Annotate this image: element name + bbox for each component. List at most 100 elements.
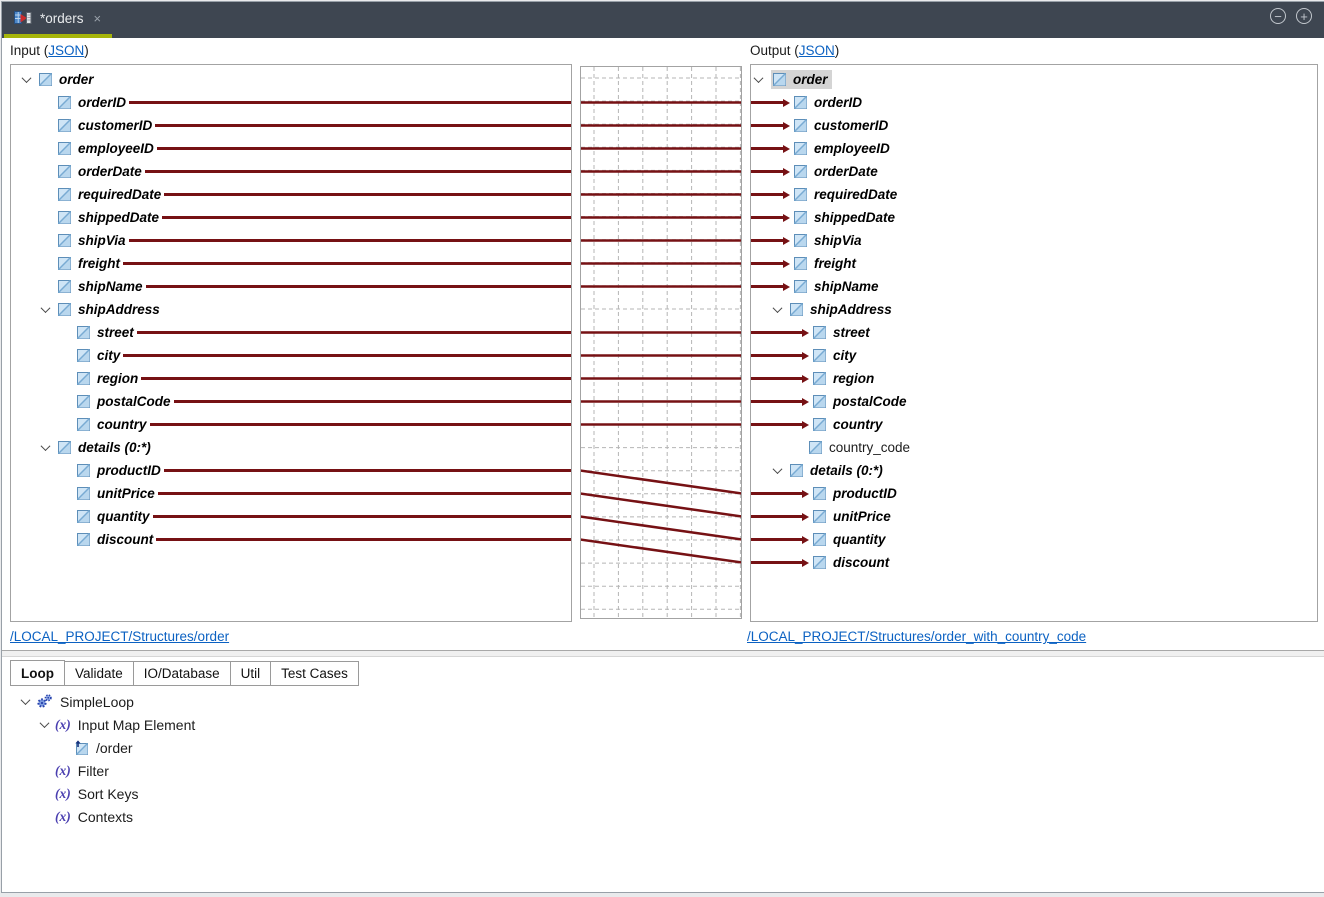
input-node-region[interactable]: region [11,367,571,390]
tab-util[interactable]: Util [230,661,272,686]
mapping-arrow[interactable] [751,505,809,528]
output-node-shipvia[interactable]: shipVia [751,229,1317,252]
mapping-line[interactable] [136,331,571,334]
output-node-order[interactable]: order [751,68,1317,91]
mapping-arrow[interactable] [751,206,790,229]
input-node-orderid[interactable]: orderID [11,91,571,114]
output-node-street[interactable]: street [751,321,1317,344]
mapping-arrow[interactable] [751,229,790,252]
output-node-requireddate[interactable]: requiredDate [751,183,1317,206]
output-node-quantity[interactable]: quantity [751,528,1317,551]
output-node-productid[interactable]: productID [751,482,1317,505]
document-tab-orders[interactable]: *orders × [2,2,111,34]
output-node-unitprice[interactable]: unitPrice [751,505,1317,528]
tab-validate[interactable]: Validate [65,661,134,686]
input-node-customerid[interactable]: customerID [11,114,571,137]
output-node-employeeid[interactable]: employeeID [751,137,1317,160]
mapping-line[interactable] [123,262,571,265]
loop-tree-item-filter[interactable]: (x)Filter [2,759,1324,782]
input-node-postalcode[interactable]: postalCode [11,390,571,413]
chevron-down-icon[interactable] [40,441,51,452]
mapping-line[interactable] [156,147,571,150]
mapping-line[interactable] [157,492,571,495]
mapping-line[interactable] [155,124,571,127]
output-json-link[interactable]: JSON [798,43,835,58]
output-node-region[interactable]: region [751,367,1317,390]
mapping-arrow[interactable] [751,482,809,505]
input-node-shippeddate[interactable]: shippedDate [11,206,571,229]
output-node-orderid[interactable]: orderID [751,91,1317,114]
mapping-arrow[interactable] [751,183,790,206]
output-node-shipaddress[interactable]: shipAddress [751,298,1317,321]
input-node-street[interactable]: street [11,321,571,344]
chevron-down-icon[interactable] [40,303,51,314]
mapping-link[interactable] [581,538,741,564]
input-node-order[interactable]: order [11,68,571,91]
close-icon[interactable]: × [93,10,102,26]
output-node-discount[interactable]: discount [751,551,1317,574]
output-node-postalcode[interactable]: postalCode [751,390,1317,413]
mapping-arrow[interactable] [751,114,790,137]
loop-tree-item-contexts[interactable]: (x)Contexts [2,805,1324,828]
mapping-arrow[interactable] [751,252,790,275]
chevron-down-icon[interactable] [772,303,783,314]
input-node-details-0[interactable]: details (0:*) [11,436,571,459]
mapping-canvas[interactable] [580,66,742,619]
input-node-quantity[interactable]: quantity [11,505,571,528]
input-structure-link[interactable]: /LOCAL_PROJECT/Structures/order [10,629,230,644]
mapping-line[interactable] [144,170,571,173]
horizontal-splitter[interactable] [2,650,1324,657]
input-node-requireddate[interactable]: requiredDate [11,183,571,206]
output-node-details-0[interactable]: details (0:*) [751,459,1317,482]
mapping-arrow[interactable] [751,344,809,367]
mapping-line[interactable] [145,285,571,288]
mapping-link[interactable] [581,515,741,541]
input-node-shipname[interactable]: shipName [11,275,571,298]
zoom-in-button[interactable]: + [1296,8,1312,24]
mapping-arrow[interactable] [751,413,809,436]
input-json-link[interactable]: JSON [48,43,85,58]
mapping-line[interactable] [163,469,571,472]
mapping-line[interactable] [162,216,571,219]
loop-tree-item-order[interactable]: /order [2,736,1324,759]
input-node-freight[interactable]: freight [11,252,571,275]
mapping-arrow[interactable] [751,275,790,298]
mapping-arrow[interactable] [751,160,790,183]
tab-loop[interactable]: Loop [10,660,65,686]
zoom-out-button[interactable]: − [1270,8,1286,24]
loop-tree-item-input-map-element[interactable]: (x)Input Map Element [2,713,1324,736]
output-node-shipname[interactable]: shipName [751,275,1317,298]
loop-tree-item-simpleloop[interactable]: SimpleLoop [2,690,1324,713]
mapping-line[interactable] [128,239,571,242]
mapping-line[interactable] [152,515,571,518]
chevron-down-icon[interactable] [753,73,764,84]
mapping-line[interactable] [156,538,571,541]
mapping-line[interactable] [123,354,571,357]
mapping-line[interactable] [129,101,571,104]
input-node-productid[interactable]: productID [11,459,571,482]
output-node-customerid[interactable]: customerID [751,114,1317,137]
input-node-unitprice[interactable]: unitPrice [11,482,571,505]
input-node-discount[interactable]: discount [11,528,571,551]
mapping-arrow[interactable] [751,551,809,574]
mapping-arrow[interactable] [751,321,809,344]
output-node-freight[interactable]: freight [751,252,1317,275]
input-node-shipvia[interactable]: shipVia [11,229,571,252]
mapping-link[interactable] [581,469,741,495]
mapping-line[interactable] [149,423,571,426]
chevron-down-icon[interactable] [39,718,50,729]
loop-tree-item-sort-keys[interactable]: (x)Sort Keys [2,782,1324,805]
mapping-arrow[interactable] [751,367,809,390]
chevron-down-icon[interactable] [21,73,32,84]
output-node-shippeddate[interactable]: shippedDate [751,206,1317,229]
mapping-arrow[interactable] [751,390,809,413]
mapping-arrow[interactable] [751,91,790,114]
chevron-down-icon[interactable] [772,464,783,475]
output-structure-link[interactable]: /LOCAL_PROJECT/Structures/order_with_cou… [747,629,1087,644]
output-node-country-code[interactable]: country_code [751,436,1317,459]
mapping-line[interactable] [141,377,571,380]
input-node-orderdate[interactable]: orderDate [11,160,571,183]
output-node-country[interactable]: country [751,413,1317,436]
tab-io-database[interactable]: IO/Database [133,661,231,686]
input-node-shipaddress[interactable]: shipAddress [11,298,571,321]
